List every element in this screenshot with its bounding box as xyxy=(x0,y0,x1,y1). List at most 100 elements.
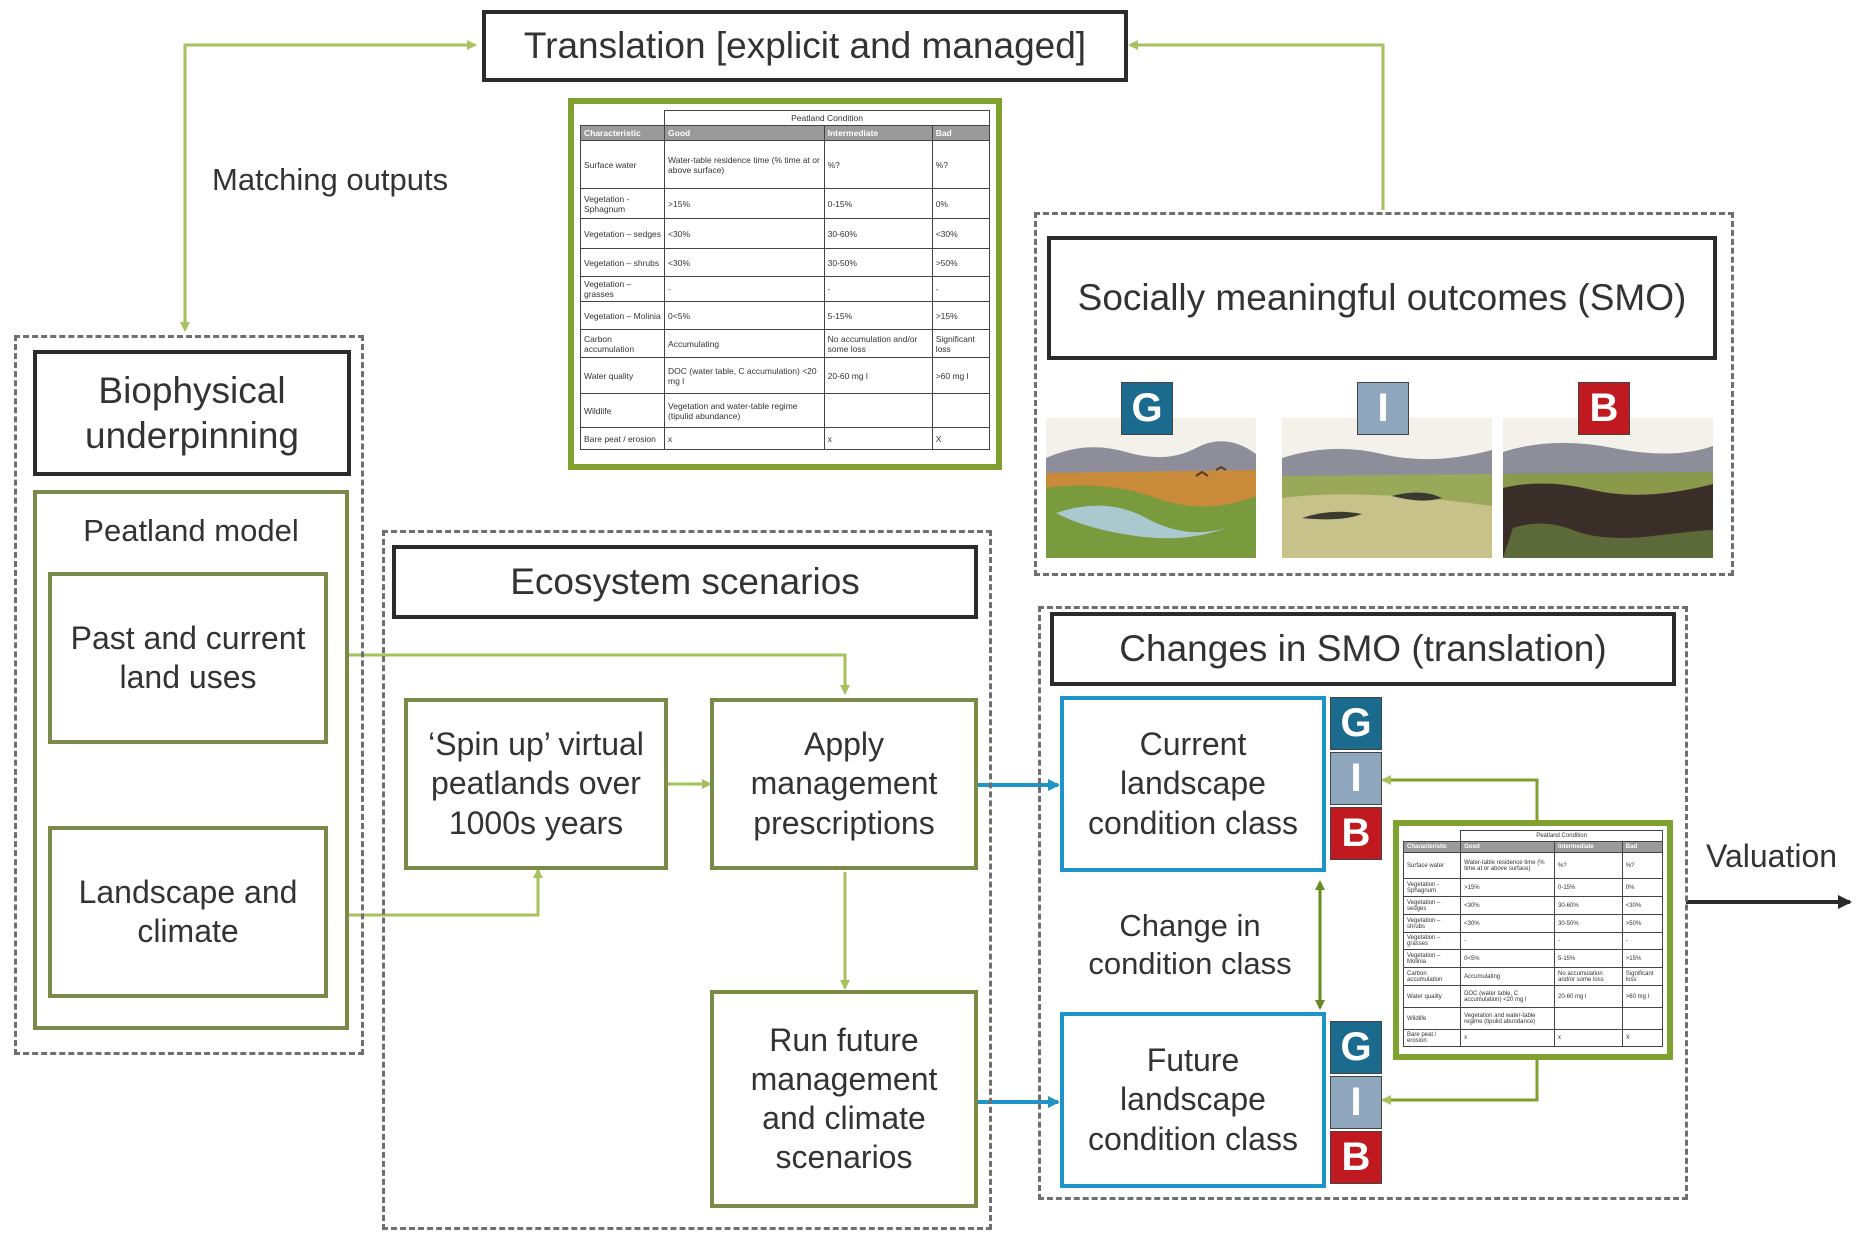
current-badge-i: I xyxy=(1330,752,1382,805)
table-cell: Vegetation – grasses xyxy=(1402,932,1462,950)
table-super-header: Peatland Condition xyxy=(1460,830,1663,842)
table-cell: 20-60 mg l xyxy=(1554,985,1623,1008)
table-cell: Vegetation - Sphagnum xyxy=(1402,878,1462,897)
table-cell xyxy=(1554,1007,1623,1030)
table-cell: 30-60% xyxy=(823,218,933,249)
table-cell: Surface water xyxy=(579,140,666,189)
table-cell: 30-50% xyxy=(823,248,933,277)
table-cell: Vegetation – sedges xyxy=(579,218,666,249)
changes-group xyxy=(1038,606,1688,1200)
table-cell xyxy=(931,393,991,428)
table-cell: Vegetation – shrubs xyxy=(1402,914,1462,933)
class-badge-i: I xyxy=(1357,382,1409,435)
table-cell: x xyxy=(1460,1029,1555,1047)
table-cell: 30-50% xyxy=(1554,914,1623,933)
table-header: Bad xyxy=(931,125,991,141)
table-cell: Vegetation and water-table regime (tipul… xyxy=(664,393,825,428)
ecosystem-group xyxy=(382,530,992,1230)
table-cell: Accumulating xyxy=(1460,967,1555,986)
table-cell: >15% xyxy=(1460,878,1555,897)
condition-table: Peatland Condition Characteristic Good I… xyxy=(579,110,991,450)
change-label: Change in condition class xyxy=(1088,908,1292,981)
table-cell: <30% xyxy=(1460,914,1555,933)
table-cell: 0<5% xyxy=(1460,949,1555,968)
table-cell: - xyxy=(1621,932,1664,950)
peatland-model-title: Peatland model xyxy=(83,513,299,549)
past-land-uses-box: Past and current land uses xyxy=(48,572,328,744)
apply-management-box: Apply management prescriptions xyxy=(710,698,978,870)
table-cell: Vegetation - Sphagnum xyxy=(579,188,666,219)
landscape-climate-box: Landscape and climate xyxy=(48,826,328,998)
table-header: Good xyxy=(1460,841,1555,853)
arrow-table-to-future xyxy=(1381,1060,1539,1105)
class-badge-g: G xyxy=(1121,382,1173,435)
table-cell: No accumulation and/or some loss xyxy=(823,329,933,358)
ecosystem-title: Ecosystem scenarios xyxy=(392,545,978,619)
smo-group xyxy=(1034,212,1734,576)
table-cell: >15% xyxy=(931,301,991,330)
table-header: Bad xyxy=(1621,841,1664,853)
future-condition-box: Future landscape condition class xyxy=(1060,1012,1326,1188)
table-cell: DOC (water table, C accumulation) <20 mg… xyxy=(1460,985,1555,1008)
landscape-good-image xyxy=(1046,418,1256,558)
table-cell: Carbon accumulation xyxy=(579,329,666,358)
table-cell: DOC (water table, C accumulation) <20 mg… xyxy=(664,357,825,394)
table-cell: 0-15% xyxy=(1554,878,1623,897)
table-cell: %? xyxy=(1554,852,1623,879)
table-header: Intermediate xyxy=(1554,841,1623,853)
table-cell: X xyxy=(931,427,991,450)
future-badge-b: B xyxy=(1330,1131,1382,1184)
current-badge-g: G xyxy=(1330,697,1382,750)
table-cell: 5-15% xyxy=(1554,949,1623,968)
table-cell: <30% xyxy=(664,218,825,249)
changes-title: Changes in SMO (translation) xyxy=(1050,612,1676,686)
table-cell: Water quality xyxy=(579,357,666,394)
future-badge-i: I xyxy=(1330,1076,1382,1129)
future-badge-g: G xyxy=(1330,1021,1382,1074)
table-cell: - xyxy=(823,276,933,302)
current-badge-b: B xyxy=(1330,807,1382,860)
table-cell: - xyxy=(1460,932,1555,950)
table-cell: 0-15% xyxy=(823,188,933,219)
table-cell: >50% xyxy=(931,248,991,277)
table-cell: Wildlife xyxy=(579,393,666,428)
table-cell: - xyxy=(664,276,825,302)
table-header: Characteristic xyxy=(579,125,666,141)
condition-table-top: Peatland Condition Characteristic Good I… xyxy=(568,98,1002,470)
table-cell: X xyxy=(1621,1029,1664,1047)
biophysical-group xyxy=(14,335,364,1055)
table-cell: >60 mg l xyxy=(1621,985,1664,1008)
table-super-header: Peatland Condition xyxy=(664,110,990,126)
table-cell: >50% xyxy=(1621,914,1664,933)
table-cell: Vegetation and water-table regime (tipul… xyxy=(1460,1007,1555,1030)
matching-outputs-label: Matching outputs xyxy=(212,162,449,197)
table-cell: Vegetation – shrubs xyxy=(579,248,666,277)
landscape-intermediate-image xyxy=(1282,418,1492,558)
table-cell: 5-15% xyxy=(823,301,933,330)
table-cell: 20-60 mg l xyxy=(823,357,933,394)
biophysical-title: Biophysical underpinning xyxy=(33,350,351,476)
table-cell: x xyxy=(823,427,933,450)
table-cell: <30% xyxy=(1621,896,1664,915)
arrow-landuses-to-apply xyxy=(325,653,850,695)
current-condition-box: Current landscape condition class xyxy=(1060,696,1326,872)
table-cell xyxy=(1621,1007,1664,1030)
table-cell: >60 mg l xyxy=(931,357,991,394)
table-cell xyxy=(823,393,933,428)
table-cell: %? xyxy=(823,140,933,189)
table-cell: Vegetation – Molinia xyxy=(1402,949,1462,968)
table-cell: 0<5% xyxy=(664,301,825,330)
table-cell: Vegetation – grasses xyxy=(579,276,666,302)
table-cell: Bare peat / erosion xyxy=(579,427,666,450)
table-cell: %? xyxy=(931,140,991,189)
table-cell: x xyxy=(1554,1029,1623,1047)
arrow-smo-to-translation xyxy=(1128,40,1385,210)
table-header: Characteristic xyxy=(1402,841,1462,853)
valuation-label: Valuation xyxy=(1706,838,1838,874)
table-cell: >15% xyxy=(664,188,825,219)
table-cell: Wildlife xyxy=(1402,1007,1462,1030)
table-cell: <30% xyxy=(931,218,991,249)
table-cell: Carbon accumulation xyxy=(1402,967,1462,986)
